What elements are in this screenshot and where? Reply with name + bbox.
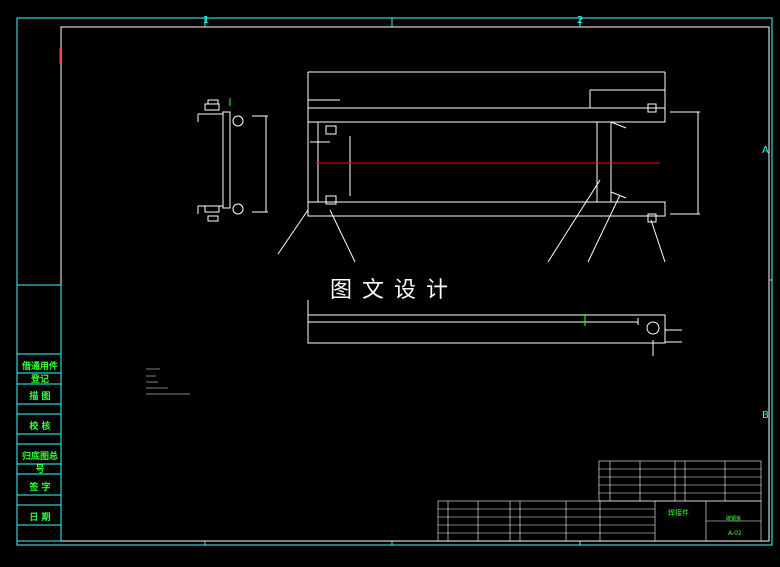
- title-block: [437, 500, 762, 542]
- technical-notes: [146, 368, 190, 395]
- drawing-number: A-02: [728, 530, 742, 537]
- part-name: 焊接件: [668, 509, 689, 517]
- outer-border: [16, 17, 773, 546]
- end-view: [197, 98, 268, 222]
- side-label-registration: 借通用件登记: [21, 362, 58, 385]
- parts-list: [598, 460, 762, 502]
- zone-label-b: B: [762, 410, 769, 421]
- side-panel-frame: [16, 284, 62, 542]
- side-label-check: 校 核: [29, 422, 51, 432]
- side-label-trace: 描 图: [29, 392, 51, 402]
- side-label-sign: 签 字: [29, 483, 51, 493]
- material: 碳钢板: [726, 516, 742, 522]
- plan-view: [277, 71, 700, 263]
- side-view: [307, 300, 682, 356]
- side-label-date: 日 期: [29, 513, 51, 523]
- zone-label-a: A: [762, 145, 769, 156]
- inner-border: [60, 26, 770, 542]
- watermark: 图文设计: [330, 278, 459, 303]
- zone-label-1: 1: [203, 15, 210, 26]
- side-label-archive: 归底图总号: [21, 452, 58, 475]
- zone-label-2: 2: [577, 15, 584, 26]
